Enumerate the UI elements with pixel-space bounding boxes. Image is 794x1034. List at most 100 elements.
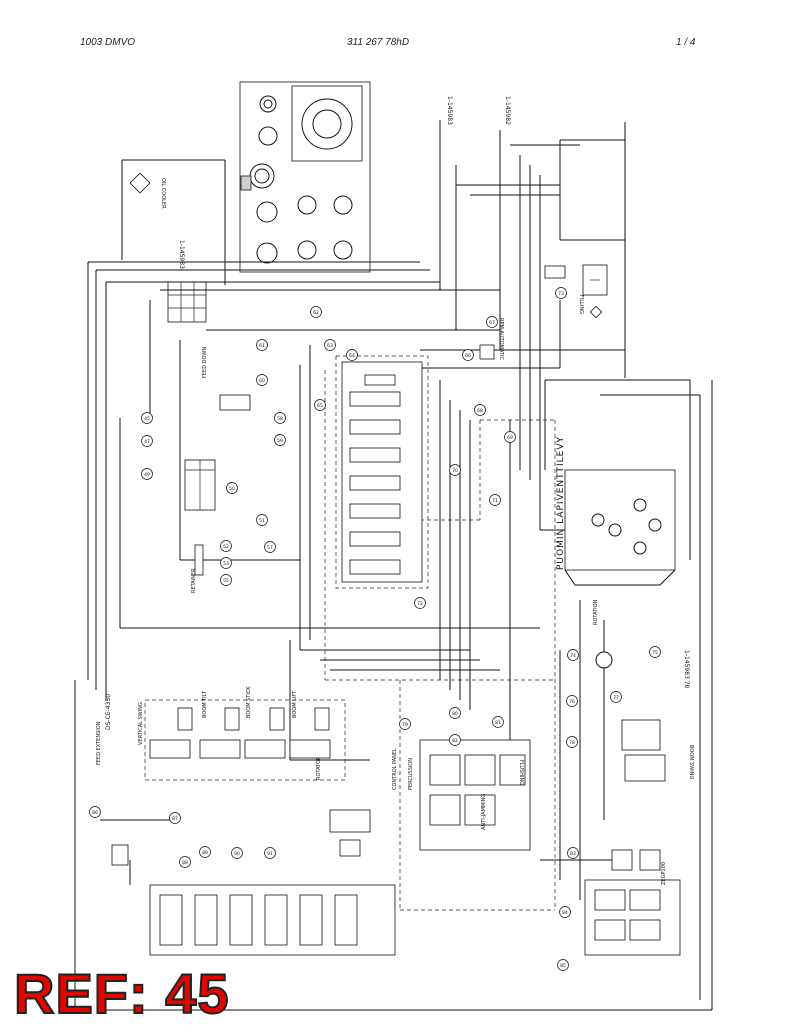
header-part-number: 311 267 78hD [347, 37, 410, 48]
rotation-motor: ROTATION [593, 599, 613, 820]
tag-67: 67 [486, 316, 498, 328]
svg-text:49: 49 [144, 472, 150, 478]
svg-text:60: 60 [259, 378, 265, 384]
tag-69: 69 [504, 431, 516, 443]
boom-stick-label: BOOM STICK [246, 686, 252, 718]
control-panel-label: CONTROL PANEL [392, 748, 398, 790]
header-page-number: 1 / 4 [676, 37, 696, 48]
part-a-label: 1-145983 [446, 96, 453, 125]
tag-55: 55 [220, 574, 232, 586]
boom-tilt-label: BOOM TILT [202, 690, 208, 718]
svg-text:81: 81 [495, 720, 501, 726]
central-valve-bank [335, 355, 429, 589]
feed-cylinder: FEED DOWN RETAINER [184, 347, 251, 593]
tag-81: 81 [492, 716, 504, 728]
svg-text:59: 59 [277, 438, 283, 444]
tag-73: 73 [555, 287, 567, 299]
vertical-swing-label: VERTICAL SWING [138, 702, 144, 745]
lower-right-valve: ZEGP100 [584, 849, 681, 956]
tag-77: 77 [610, 691, 622, 703]
svg-text:80: 80 [452, 711, 458, 717]
bottom-valve-bank [100, 819, 396, 956]
tag-51: 51 [256, 514, 268, 526]
tag-65: 65 [314, 399, 326, 411]
tag-80: 80 [449, 707, 461, 719]
svg-text:79: 79 [402, 722, 408, 728]
tag-89: 89 [199, 846, 211, 858]
svg-text:71: 71 [492, 498, 498, 504]
svg-text:67: 67 [489, 320, 495, 326]
svg-text:82: 82 [452, 738, 458, 744]
rotator-label: ROTATOR [316, 756, 322, 780]
rotation-label: ROTATION [593, 599, 599, 625]
oil-cooler-label: OIL COOLER [160, 178, 166, 209]
boom-lift-label: BOOM LIFT [292, 690, 298, 718]
svg-text:55: 55 [223, 578, 229, 584]
svg-text:61: 61 [259, 343, 265, 349]
boom-swing: BOOM SWING 1-145983 70 [621, 650, 694, 782]
rotator: ROTATOR [316, 756, 371, 857]
tag-66: 66 [462, 349, 474, 361]
rpm-automatic-label: RPM-AUTOMATIC [498, 318, 504, 360]
svg-text:91: 91 [267, 851, 273, 857]
svg-text:87: 87 [172, 816, 178, 822]
svg-text:52: 52 [223, 544, 229, 550]
operator-panel [239, 81, 371, 273]
svg-text:84: 84 [562, 910, 568, 916]
tag-62: 62 [310, 306, 322, 318]
tag-87: 87 [169, 812, 181, 824]
retainer-label: RETAINER [191, 568, 197, 593]
tag-58: 58 [274, 412, 286, 424]
tag-63: 63 [324, 339, 336, 351]
pilot-lines [324, 370, 556, 911]
svg-text:88: 88 [182, 860, 188, 866]
tag-70: 70 [449, 464, 461, 476]
feed-down-label: FEED DOWN [202, 347, 208, 378]
main-lines [87, 120, 701, 1000]
svg-text:62: 62 [313, 310, 319, 316]
svg-text:53: 53 [223, 561, 229, 567]
part-b-label: 1-145982 [504, 96, 511, 125]
tag-86: 86 [89, 806, 101, 818]
filling-pump: FILLING [544, 264, 608, 319]
svg-text:78: 78 [569, 740, 575, 746]
svg-text:58: 58 [277, 416, 283, 422]
svg-text:57: 57 [267, 545, 273, 551]
svg-text:51: 51 [259, 518, 265, 524]
svg-text:83: 83 [570, 851, 576, 857]
rpm-automatic: RPM-AUTOMATIC [479, 318, 504, 360]
anti-jamming-label: ANTI-JAMMING [481, 794, 487, 830]
tag-50: 50 [226, 482, 238, 494]
tag-61: 61 [256, 339, 268, 351]
tag-91: 91 [264, 847, 276, 859]
tag-57: 57 [264, 541, 276, 553]
tag-90: 90 [231, 847, 243, 859]
control-panel-lower: CONTROL PANEL PERCUSSION FLUSHING ANTI-J… [392, 739, 531, 851]
svg-text:73: 73 [558, 291, 564, 297]
feed-extension-label: FEED EXTENSION [96, 721, 102, 765]
tag-71: 71 [489, 494, 501, 506]
tag-78: 78 [566, 736, 578, 748]
svg-text:66: 66 [465, 353, 471, 359]
tag-47: 47 [141, 435, 153, 447]
boom-swing-label: BOOM SWING [688, 745, 694, 779]
svg-text:89: 89 [202, 850, 208, 856]
part-a-label-2: 1-145983 [178, 240, 185, 269]
tag-83: 83 [567, 847, 579, 859]
svg-text:74: 74 [570, 653, 576, 659]
svg-text:68: 68 [477, 408, 483, 414]
oil-cooler: OIL COOLER [121, 159, 226, 285]
svg-text:63: 63 [327, 343, 333, 349]
tag-60: 60 [256, 374, 268, 386]
svg-text:75: 75 [652, 650, 658, 656]
tag-49: 49 [141, 468, 153, 480]
header-doc-code: 1003 DMVO [80, 37, 136, 48]
part-c-label: 1-145983 70 [683, 650, 690, 689]
svg-text:77: 77 [613, 695, 619, 701]
svg-text:70: 70 [452, 468, 458, 474]
svg-text:86: 86 [92, 810, 98, 816]
percussion-label: PERCUSSION [408, 758, 414, 790]
svg-text:72: 72 [417, 601, 423, 607]
flushing-label: FLUSHING [518, 760, 524, 785]
